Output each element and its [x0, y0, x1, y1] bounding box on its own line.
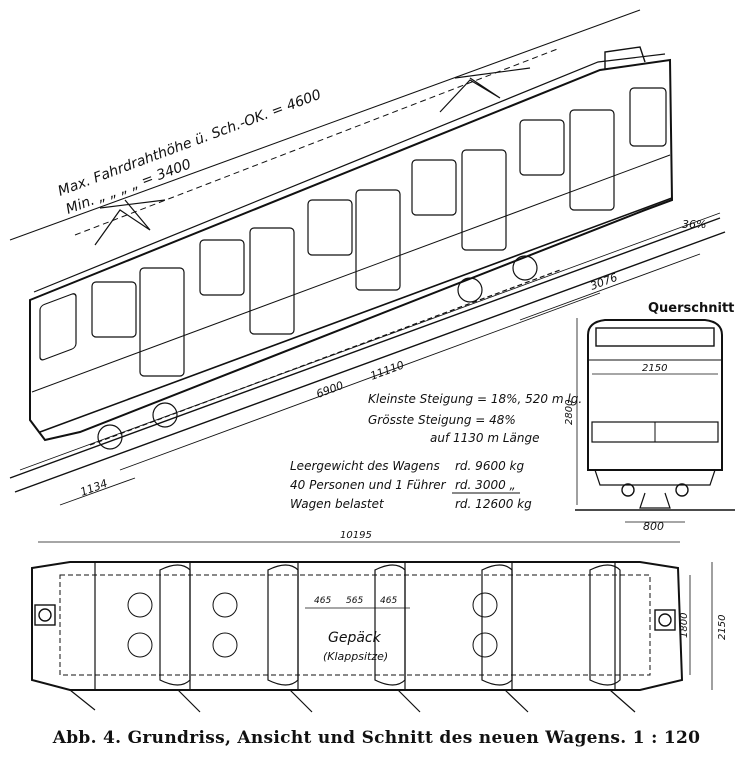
- min-grade-text: Kleinste Steigung = 18%, 520 m lg.: [368, 392, 582, 406]
- dim-total-length: 11110: [368, 358, 405, 382]
- dim-rear-overhang: 1134: [78, 477, 109, 499]
- contact-wire-min: [74, 47, 561, 236]
- caption-figure-number: Abb. 4.: [52, 728, 122, 748]
- plan-view: [31, 541, 713, 713]
- pantograph-rear: [94, 199, 166, 246]
- cross-section-view: [575, 318, 735, 523]
- plan-wheels: [127, 592, 498, 658]
- dim-plan-length: 10195: [340, 530, 372, 541]
- car-windows: [39, 87, 667, 377]
- controller-front: [654, 609, 676, 631]
- pantograph-front: [439, 67, 531, 113]
- plan-outline: [31, 561, 684, 691]
- wire-height-max-label: Max. Fahrdrahthöhe ü. Sch.-OK. = 4600: [56, 87, 324, 200]
- weight-loaded-value: rd. 12600 kg: [455, 497, 532, 511]
- cross-section-body: [587, 319, 723, 471]
- dim-cross-height: 2800: [564, 400, 575, 425]
- caption-scale: 1 : 120: [632, 728, 701, 748]
- rail-upper: [9, 217, 721, 479]
- weight-empty-value: rd. 9600 kg: [455, 459, 524, 473]
- dim-axle-spacing: 6900: [314, 379, 345, 401]
- weight-empty-label: Leergewicht des Wagens: [290, 459, 440, 473]
- dim-plan-outer-width: 2150: [717, 615, 728, 640]
- weight-loaded-label: Wagen belastet: [290, 497, 385, 511]
- gradient-label: 36%: [682, 218, 706, 231]
- dim-seat-a: 465: [314, 596, 331, 606]
- plan-partitions: [94, 562, 621, 690]
- max-grade-text: Grösste Steigung = 48%: [368, 413, 516, 427]
- figure-caption: Abb. 4. Grundriss, Ansicht und Schnitt d…: [0, 728, 753, 748]
- dim-gauge: 800: [643, 520, 664, 533]
- car-elevation: [9, 9, 726, 506]
- dim-plan-inner-width: 1800: [679, 613, 690, 638]
- contact-wire-max: [9, 9, 641, 241]
- dim-seat-c: 465: [380, 596, 397, 606]
- caption-text: Grundriss, Ansicht und Schnitt des neuen…: [127, 728, 627, 748]
- controller-rear: [34, 604, 56, 626]
- car-body: [29, 58, 674, 442]
- folding-seats-label: (Klappsitze): [323, 650, 388, 663]
- cross-section-title: Querschnitt: [648, 301, 734, 316]
- dim-cross-width: 2150: [642, 363, 667, 374]
- rail-lower: [14, 231, 726, 493]
- max-grade-length-text: auf 1130 m Länge: [430, 431, 540, 445]
- dim-seat-b: 565: [346, 596, 363, 606]
- weight-passengers-label: 40 Personen und 1 Führer: [290, 478, 447, 492]
- luggage-label: Gepäck: [328, 630, 382, 646]
- weight-passengers-value: rd. 3000 „: [455, 478, 516, 492]
